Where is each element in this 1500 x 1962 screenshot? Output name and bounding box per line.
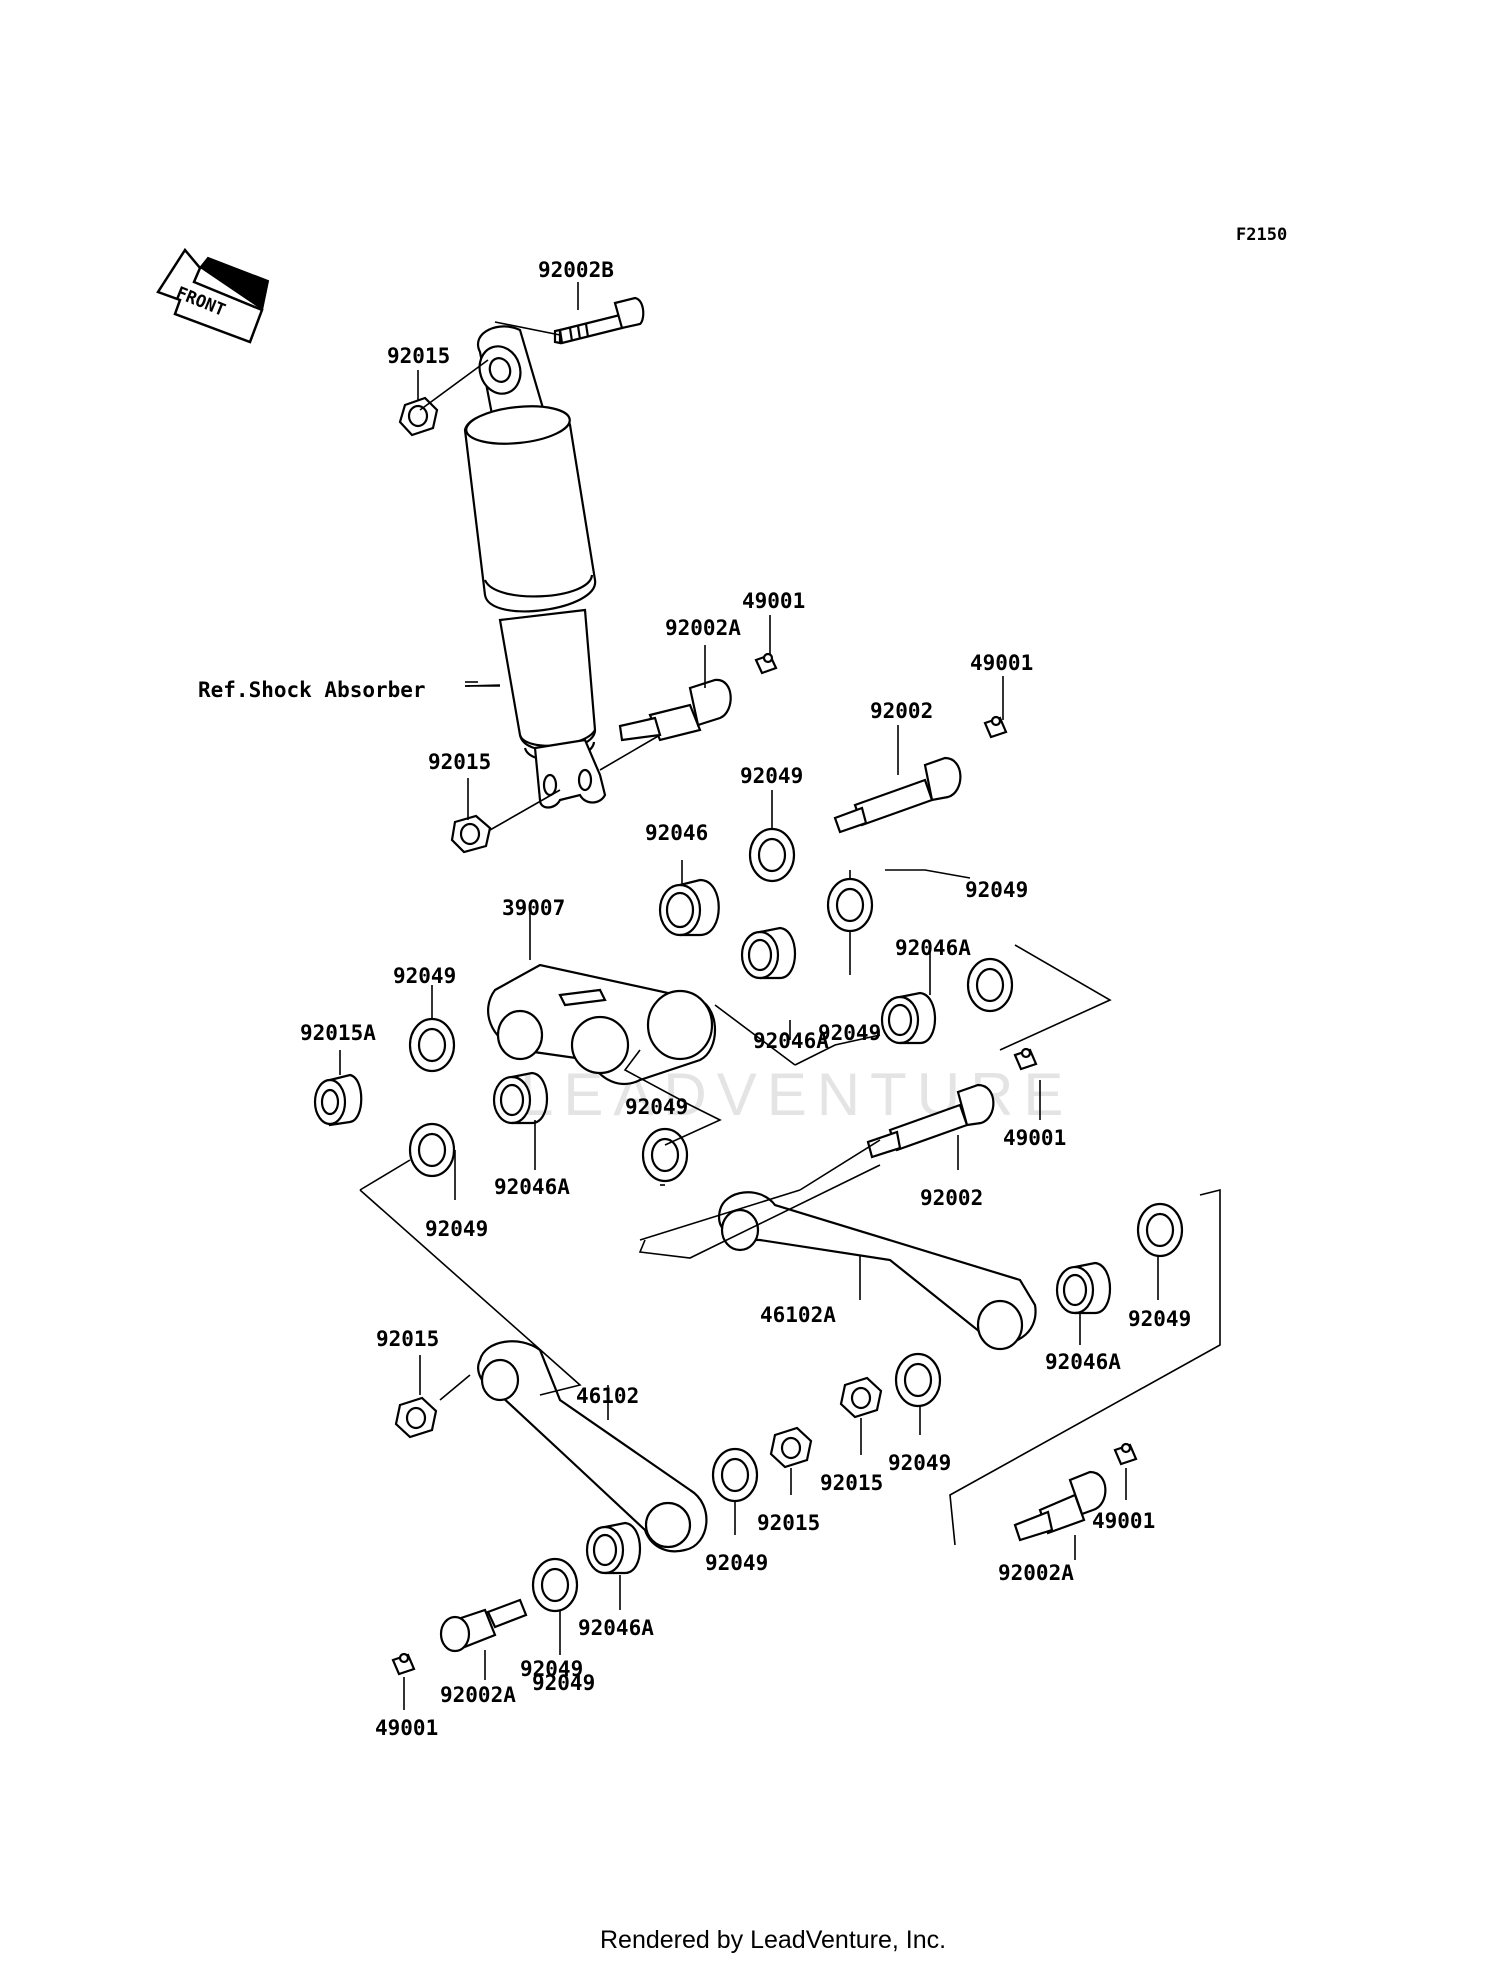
label-92049: 92049: [965, 878, 1028, 902]
bolt-92002-upper: [833, 756, 962, 834]
label-92046A: 92046A: [578, 1616, 654, 1640]
label-49001: 49001: [742, 589, 805, 613]
collar-92049-f: [408, 1122, 456, 1178]
label-92049: 92049: [393, 964, 456, 988]
nut-92015-lower: [450, 814, 492, 854]
ref-shock-absorber-label: Ref.Shock Absorber: [198, 678, 426, 702]
label-92002: 92002: [870, 699, 933, 723]
label-92049: 92049: [625, 1095, 688, 1119]
nut-92015-d: [839, 1376, 883, 1419]
label-92002A: 92002A: [998, 1561, 1074, 1585]
tie-rod-46102A: [717, 1191, 1037, 1351]
label-46102A: 46102A: [760, 1303, 836, 1327]
label-92046A: 92046A: [1045, 1350, 1121, 1374]
tie-rod-46102: [477, 1340, 708, 1553]
shock-absorber: [463, 325, 607, 809]
footer-credit: Rendered by LeadVenture, Inc.: [600, 1926, 946, 1954]
collar-92049-j: [531, 1557, 579, 1613]
nut-92015-c: [394, 1396, 438, 1439]
collar-92049-h: [894, 1352, 942, 1408]
leader-lines: [339, 282, 1221, 1710]
label-49001: 49001: [1003, 1126, 1066, 1150]
nut-92015-top: [398, 396, 439, 437]
grease-nipple-49001-a: [754, 652, 778, 675]
bushing-92046A-e: [585, 1521, 642, 1575]
bolt-92002A-left: [439, 1598, 528, 1653]
label-92015: 92015: [428, 750, 491, 774]
bolt-92002A-right: [1013, 1470, 1107, 1542]
bolt-92002B: [553, 296, 645, 345]
label-92049: 92049: [818, 1021, 881, 1045]
bushing-92046A-c: [492, 1071, 549, 1125]
bushing-92046: [658, 878, 720, 937]
label-92049: 92049: [532, 1671, 595, 1695]
grease-nipple-49001-e: [391, 1652, 416, 1676]
label-39007: 39007: [502, 896, 565, 920]
label-49001: 49001: [375, 1716, 438, 1740]
label-92002A: 92002A: [665, 616, 741, 640]
bushing-92046A-d: [1055, 1261, 1112, 1315]
label-49001: 49001: [970, 651, 1033, 675]
label-92002: 92002: [920, 1186, 983, 1210]
label-49001: 49001: [1092, 1509, 1155, 1533]
bushing-92046A-a: [740, 926, 797, 980]
label-92049: 92049: [740, 764, 803, 788]
label-92049: 92049: [520, 1657, 583, 1681]
collar-92049-i: [711, 1447, 759, 1503]
collar-92049-g: [1136, 1202, 1184, 1258]
part-labels: 92002B 92015 49001 92002A 49001 Ref.Shoc…: [198, 258, 1191, 1740]
label-46102: 46102: [576, 1384, 639, 1408]
bolt-92002-middle: [866, 1083, 995, 1159]
label-92015A: 92015A: [300, 1021, 376, 1045]
label-92049: 92049: [1128, 1307, 1191, 1331]
label-92002A: 92002A: [440, 1683, 516, 1707]
label-92049: 92049: [888, 1451, 951, 1475]
diagram-code: F2150: [1236, 225, 1287, 245]
front-arrow-icon: FRONT: [156, 247, 270, 344]
label-92046A: 92046A: [895, 936, 971, 960]
label-92002B: 92002B: [538, 258, 614, 282]
collar-92049-e: [641, 1127, 689, 1183]
label-92046: 92046: [645, 821, 708, 845]
bolt-92002A-shock: [618, 678, 732, 742]
label-92046A: 92046A: [494, 1175, 570, 1199]
collar-92049-a: [748, 827, 796, 883]
label-92015: 92015: [376, 1327, 439, 1351]
label-92046A: 92046A: [753, 1029, 829, 1053]
label-92015: 92015: [757, 1511, 820, 1535]
collar-92049-d: [408, 1017, 456, 1073]
grease-nipple-49001-c: [1013, 1047, 1038, 1071]
collar-92015A: [313, 1073, 363, 1127]
rocker-arm-39007: [487, 963, 717, 1085]
label-92015: 92015: [820, 1471, 883, 1495]
collar-92049-b: [826, 877, 874, 933]
grease-nipple-49001-d: [1113, 1442, 1138, 1466]
nut-92015-e: [769, 1426, 813, 1469]
label-92015: 92015: [387, 344, 450, 368]
bushing-92046A-b: [880, 991, 937, 1045]
label-92049: 92049: [705, 1551, 768, 1575]
label-92049: 92049: [425, 1217, 488, 1241]
grease-nipple-49001-b: [983, 715, 1008, 739]
collar-92049-c: [966, 957, 1014, 1013]
